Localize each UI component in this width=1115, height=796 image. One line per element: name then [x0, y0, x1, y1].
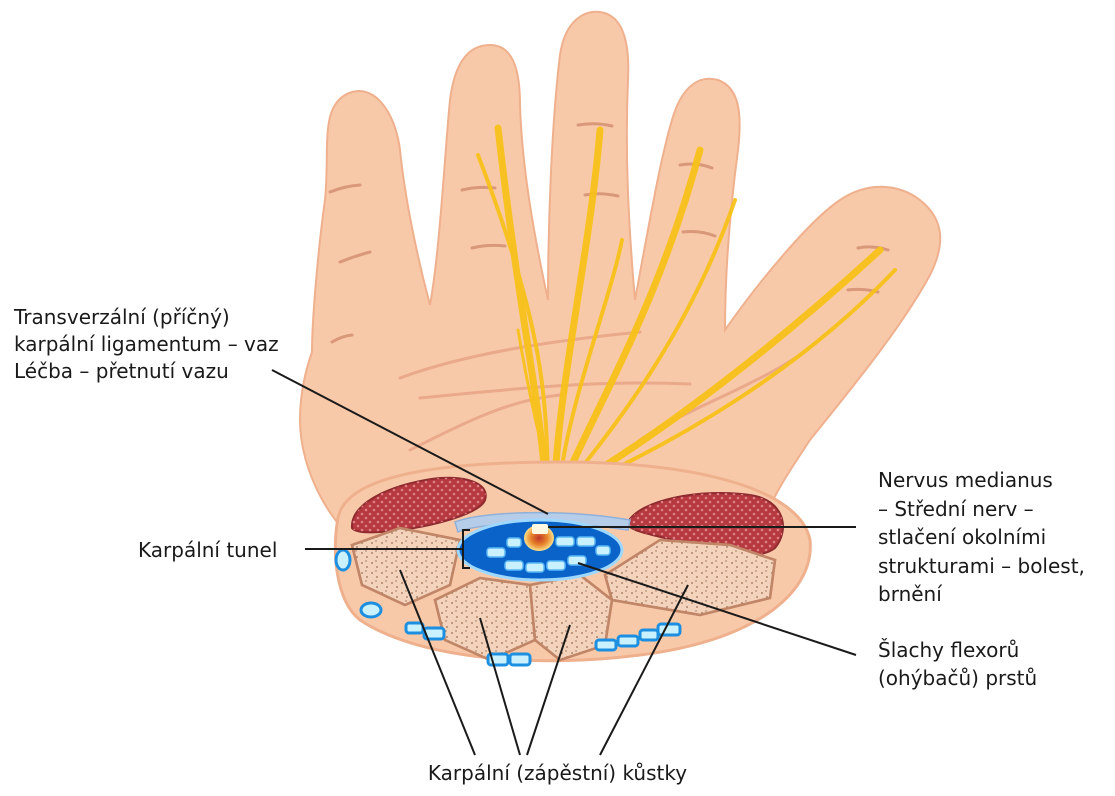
label-median-nerve: Nervus medianus – Střední nerv – stlačen…	[878, 466, 1085, 609]
label-line: (ohýbačů) prstů	[878, 664, 1037, 692]
label-line: brnění	[878, 580, 1085, 609]
label-line: Karpální (zápěstní) kůstky	[0, 760, 1115, 787]
label-flexor-tendons: Šlachy flexorů (ohýbačů) prstů	[878, 636, 1037, 692]
label-line: Léčba – přetnutí vazu	[14, 358, 279, 385]
label-line: stlačení okolními	[878, 523, 1085, 552]
label-line: Nervus medianus	[878, 466, 1085, 495]
label-line: Transverzální (příčný)	[14, 304, 279, 331]
wrist-cross-section	[335, 462, 810, 665]
label-carpal-tunnel: Karpální tunel	[138, 537, 277, 564]
label-line: – Střední nerv –	[878, 495, 1085, 524]
label-line: Karpální tunel	[138, 537, 277, 564]
label-carpal-bones: Karpální (zápěstní) kůstky	[0, 760, 1115, 787]
label-line: Šlachy flexorů	[878, 636, 1037, 664]
label-transverse-ligament: Transverzální (příčný) karpální ligament…	[14, 304, 279, 385]
label-line: karpální ligamentum – vaz	[14, 331, 279, 358]
label-line: strukturami – bolest,	[878, 552, 1085, 581]
